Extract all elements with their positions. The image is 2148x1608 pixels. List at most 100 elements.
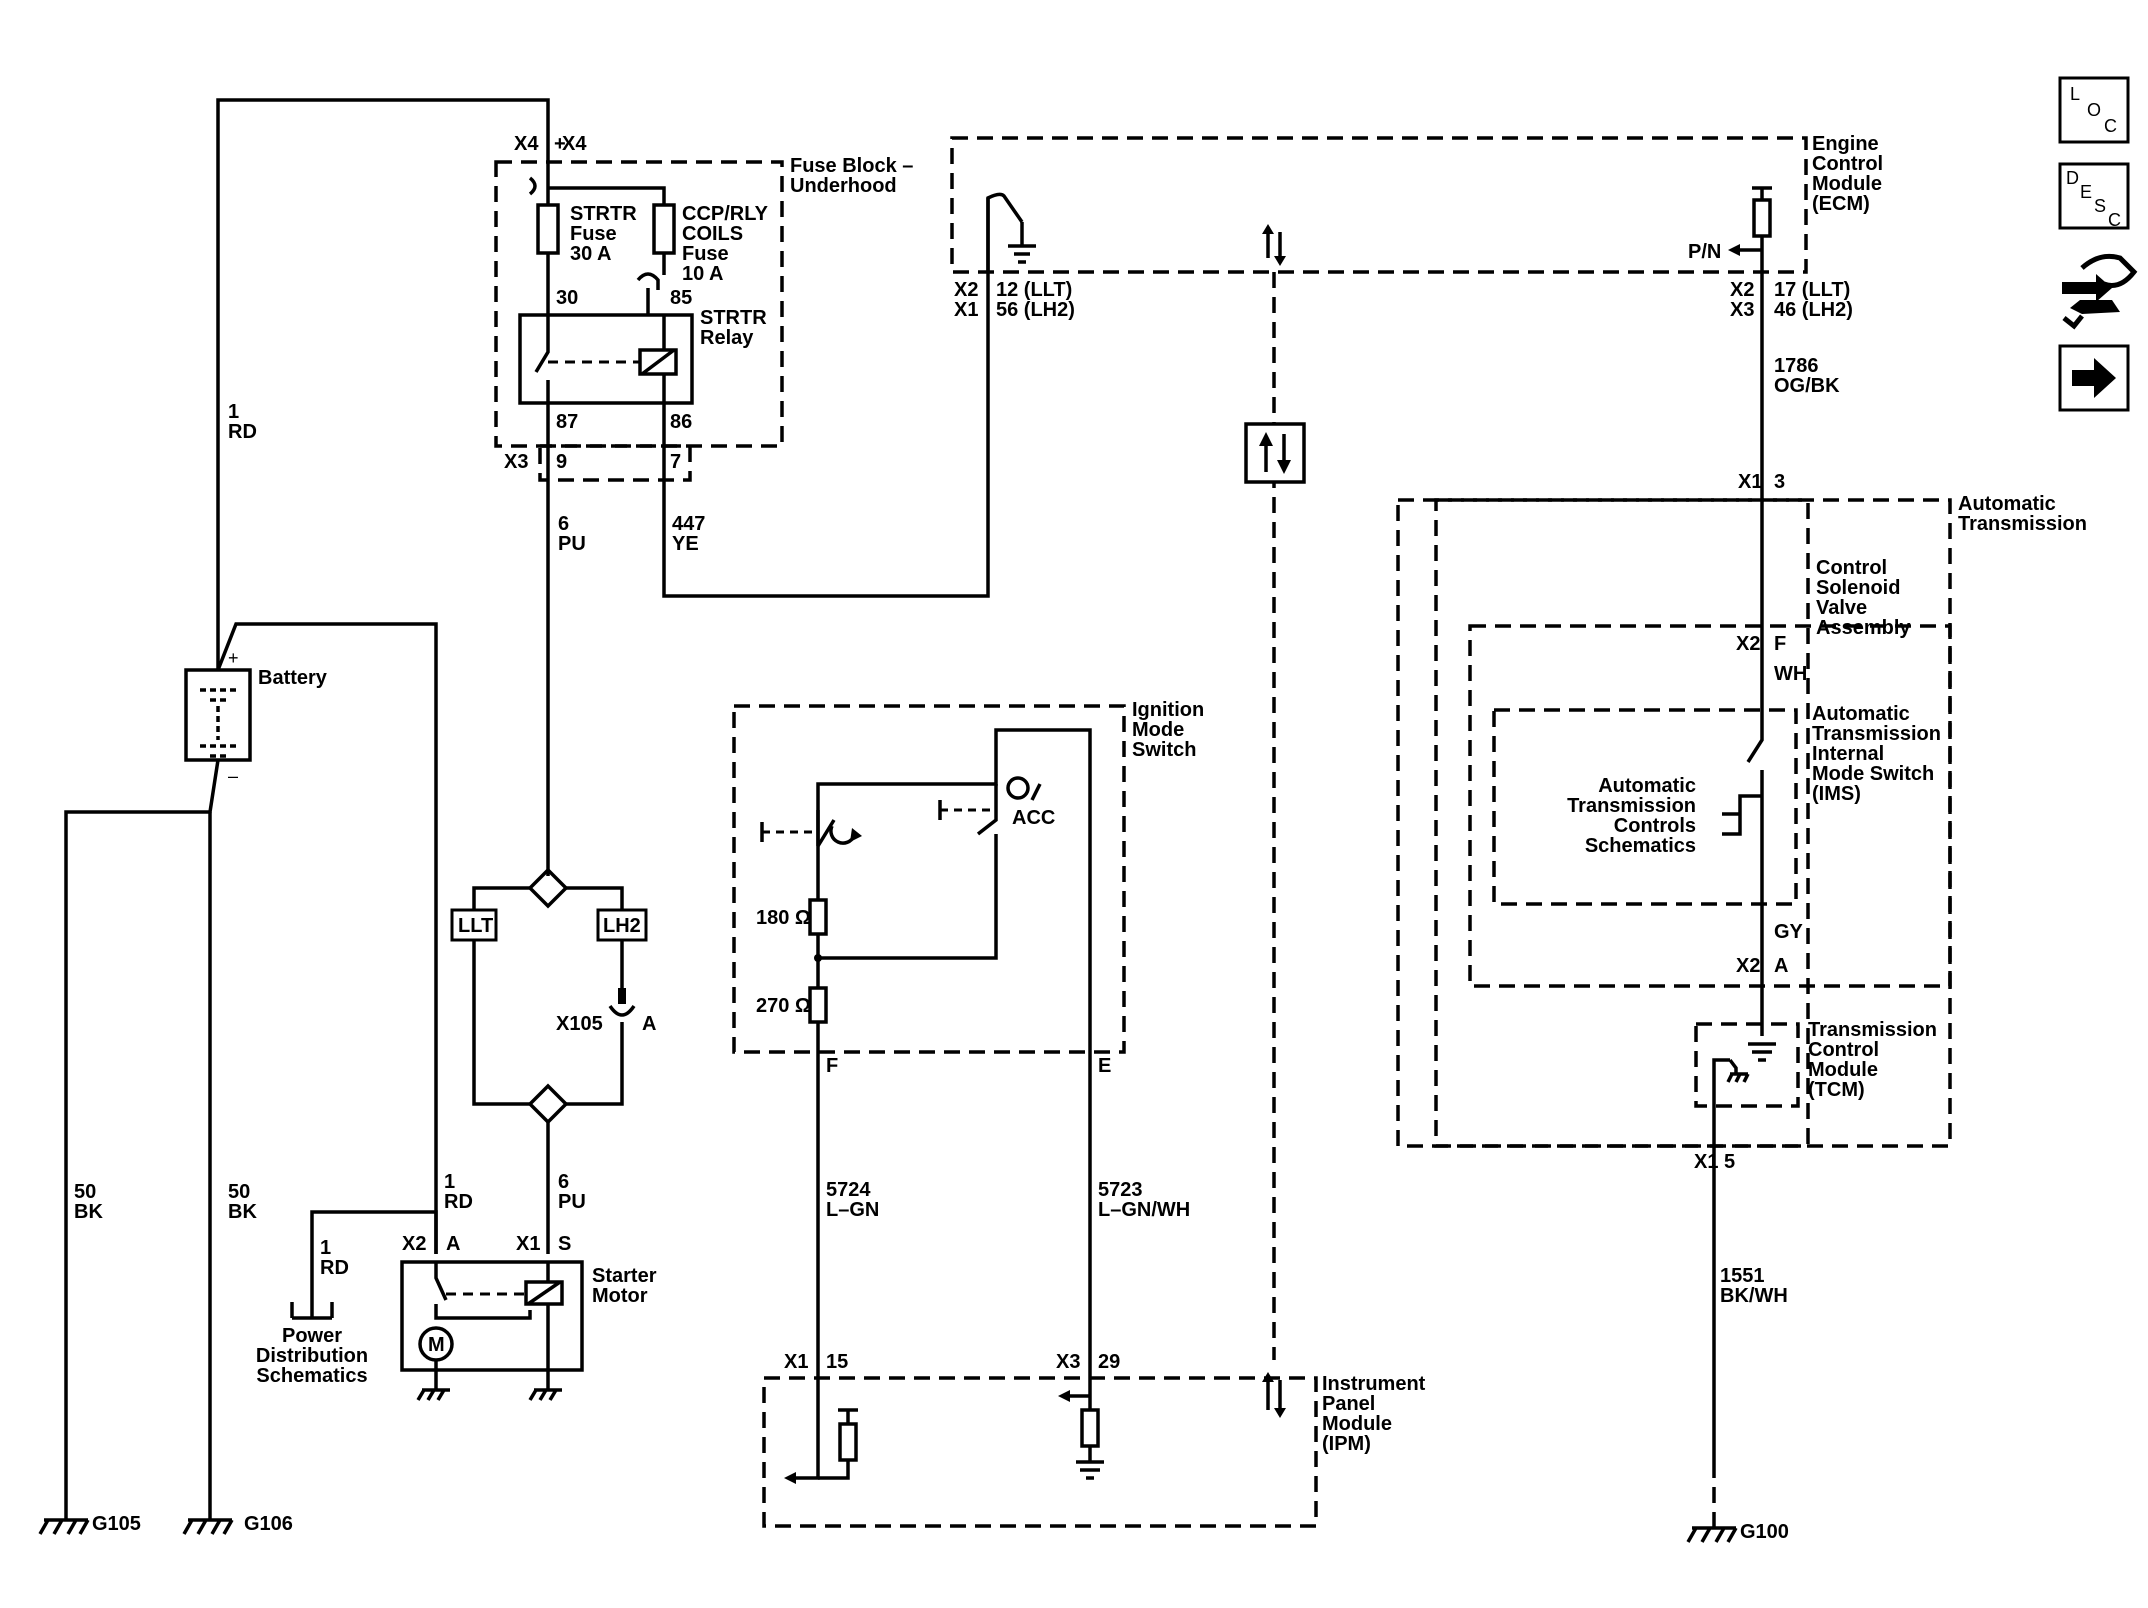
desc-letter-c: C xyxy=(2108,210,2121,230)
x3-connector-label: X3 xyxy=(504,451,528,473)
relay-pin-86: 86 xyxy=(670,411,692,433)
pd-label-2: Distribution xyxy=(256,1345,368,1367)
next-page-arrow-button[interactable] xyxy=(2058,344,2130,412)
ipm-title-1: Instrument xyxy=(1322,1373,1426,1395)
starter-pin-s: S xyxy=(558,1233,571,1255)
x105-pin-a: A xyxy=(642,1013,656,1035)
resistor-270-label: 270 Ω xyxy=(756,995,811,1017)
pd-wire-number: 1 xyxy=(320,1237,331,1259)
ecm-title-2: Control xyxy=(1812,153,1883,175)
ignition-mode-switch: Ignition Mode Switch ACC 180 Ω 270 Ω F E xyxy=(732,699,1204,1077)
ims-title-4: Mode Switch xyxy=(1812,763,1934,785)
ecm-title-4: (ECM) xyxy=(1812,193,1870,215)
ipm-x1-label: X1 xyxy=(784,1351,808,1373)
description-nav-button[interactable]: D E S C xyxy=(2058,162,2130,230)
wire-1551-color: BK/WH xyxy=(1720,1285,1788,1307)
loc-letter-c: C xyxy=(2104,116,2117,136)
wire-1rd-number: 1 xyxy=(228,401,239,423)
strtr-fuse-30a: STRTR Fuse 30 A xyxy=(536,188,637,315)
x4-plus: + xyxy=(554,133,566,155)
fuse-block-title-2: Underhood xyxy=(790,175,897,197)
acc-label: ACC xyxy=(1012,807,1055,829)
battery-label: Battery xyxy=(258,667,328,689)
csva-x2-a: X2 xyxy=(1736,955,1760,977)
ground-g106: G106 xyxy=(182,1513,293,1535)
llt-lh2-splice: LLT LH2 X105 A xyxy=(450,867,656,1254)
battery-minus: – xyxy=(228,766,238,786)
wire-447-number: 447 xyxy=(672,513,705,535)
ims-title-2: Transmission xyxy=(1812,723,1941,745)
ipm-pin-29: 29 xyxy=(1098,1351,1120,1373)
strtr-fuse-rating: 30 A xyxy=(570,243,612,265)
ecm-right-conn-2: X3 xyxy=(1730,299,1754,321)
llt-label: LLT xyxy=(458,915,493,937)
starter-wire-1rd-number: 1 xyxy=(444,1171,455,1193)
engine-control-module: Engine Control Module (ECM) X2 X1 12 (LL… xyxy=(950,133,1883,321)
ipm-x3-label: X3 xyxy=(1056,1351,1080,1373)
ims-title-3: Internal xyxy=(1812,743,1884,765)
ecm-right-conn-1: X2 xyxy=(1730,279,1754,301)
starter-x2-label: X2 xyxy=(402,1233,426,1255)
ecm-right-pin-1: 17 (LLT) xyxy=(1774,279,1850,301)
ecm-left-pin-2: 56 (LH2) xyxy=(996,299,1075,321)
starter-title-1: Starter xyxy=(592,1265,657,1287)
wire-wh-label: WH xyxy=(1774,663,1807,685)
pd-label-3: Schematics xyxy=(256,1365,367,1387)
fuse-block-title-1: Fuse Block – xyxy=(790,155,913,177)
ccp-rly-coils-fuse-10a: CCP/RLY COILS Fuse 10 A xyxy=(636,203,769,315)
strtr-fuse-label-2: Fuse xyxy=(570,223,617,245)
wire-50-g106-number: 50 xyxy=(228,1181,250,1203)
arrow-right-icon xyxy=(2072,358,2116,398)
connector-end-view-icon[interactable] xyxy=(2062,253,2138,330)
ign-title-1: Ignition xyxy=(1132,699,1204,721)
location-nav-button[interactable]: L O C xyxy=(2058,76,2130,144)
battery: Battery + – xyxy=(184,648,328,786)
tcm-pin-5: 5 xyxy=(1724,1151,1735,1173)
starter-wire-6pu-number: 6 xyxy=(558,1171,569,1193)
wire-5724-color: L–GN xyxy=(826,1199,879,1221)
wire-1rd-color: RD xyxy=(228,421,257,443)
ccp-fuse-label-3: Fuse xyxy=(682,243,729,265)
ccp-fuse-rating: 10 A xyxy=(682,263,724,285)
ecm-left-pin-1: 12 (LLT) xyxy=(996,279,1072,301)
wire-gy-label: GY xyxy=(1774,921,1804,943)
transmission-control-module: Transmission Control Module (TCM) X1 5 xyxy=(1694,1019,1937,1173)
csva-title-2: Solenoid xyxy=(1816,577,1900,599)
relay-pin-30: 30 xyxy=(556,287,578,309)
starter-wire-6pu-color: PU xyxy=(558,1191,586,1213)
csva-title-1: Control xyxy=(1816,557,1887,579)
desc-letter-e: E xyxy=(2080,182,2092,202)
wire-6pu-number: 6 xyxy=(558,513,569,535)
trans-pin-3: 3 xyxy=(1774,471,1785,493)
ecm-title-3: Module xyxy=(1812,173,1882,195)
fuse-bus xyxy=(548,186,666,205)
tcm-title-4: (TCM) xyxy=(1808,1079,1865,1101)
fuse-block-entry-terminal xyxy=(528,176,537,196)
atc-label-4: Schematics xyxy=(1585,835,1696,857)
trans-x1-top: X1 xyxy=(1738,471,1762,493)
serial-data-icon[interactable] xyxy=(1244,422,1306,484)
pd-wire-color: RD xyxy=(320,1257,349,1279)
atc-label-3: Controls xyxy=(1614,815,1696,837)
ipm-title-2: Panel xyxy=(1322,1393,1375,1415)
tcm-title-3: Module xyxy=(1808,1059,1878,1081)
atc-label-2: Transmission xyxy=(1567,795,1696,817)
starter-x1-label: X1 xyxy=(516,1233,540,1255)
trans-title-2: Transmission xyxy=(1958,513,2087,535)
desc-letter-s: S xyxy=(2094,196,2106,216)
battery-plus: + xyxy=(228,648,239,668)
loc-letter-l: L xyxy=(2070,84,2080,104)
g106-label: G106 xyxy=(244,1513,293,1535)
ipm-pin-15: 15 xyxy=(826,1351,848,1373)
csva-pin-f: F xyxy=(1774,633,1786,655)
x3-connector-outline xyxy=(538,444,692,482)
ign-pin-e: E xyxy=(1098,1055,1111,1077)
starter-title-2: Motor xyxy=(592,1285,648,1307)
ground-g105: G105 xyxy=(38,1513,141,1535)
automatic-transmission: Automatic Transmission X1 3 xyxy=(1396,471,2087,1148)
power-distribution-link[interactable]: 1 RD Power Distribution Schematics xyxy=(256,1210,438,1387)
loc-letter-o: O xyxy=(2087,100,2101,120)
strtr-fuse-label-1: STRTR xyxy=(570,203,637,225)
ccp-fuse-label-1: CCP/RLY xyxy=(682,203,769,225)
ign-title-3: Switch xyxy=(1132,739,1196,761)
